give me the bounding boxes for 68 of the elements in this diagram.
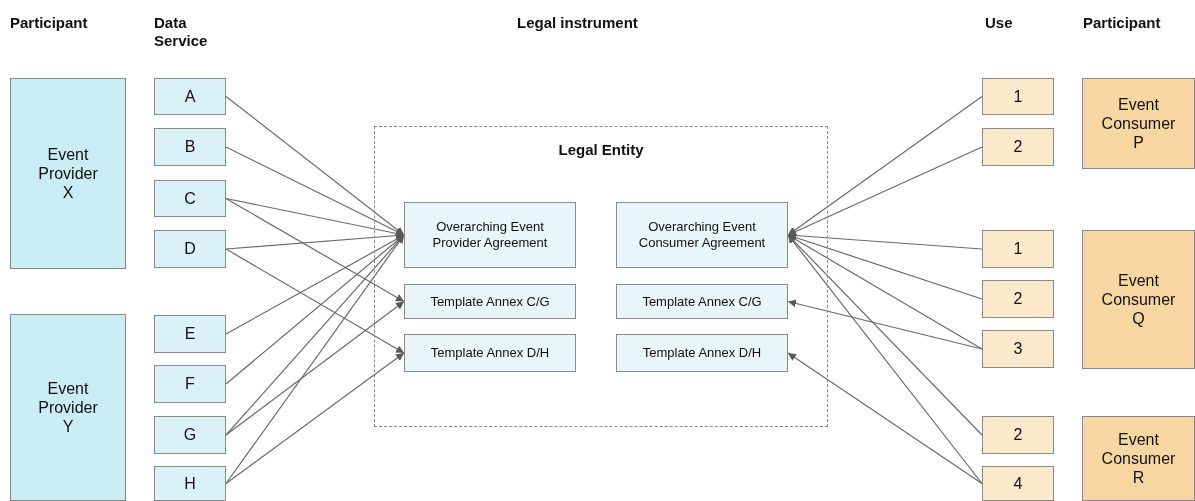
arrow <box>787 352 983 485</box>
column-heading: Use <box>985 14 1013 32</box>
data-service-box <box>154 365 226 403</box>
box-label: Overarching Event Provider Agreement <box>431 219 549 251</box>
agreement-box <box>404 334 576 372</box>
agreement-box <box>616 202 788 268</box>
data-service-box <box>154 466 226 501</box>
box-label: Event Consumer P <box>1101 94 1176 153</box>
use-box <box>982 466 1054 501</box>
box-label: Event Provider Y <box>37 378 99 437</box>
column-heading: Participant <box>1083 14 1161 32</box>
data-service-box <box>154 230 226 268</box>
arrow <box>225 95 405 236</box>
use-box <box>982 330 1054 368</box>
arrow <box>225 248 405 354</box>
use-box <box>982 416 1054 454</box>
box-label: E <box>184 324 196 344</box>
arrow <box>225 352 405 485</box>
box-label: 2 <box>1013 425 1023 445</box>
box-label: Template Annex C/G <box>430 293 550 310</box>
box-label: 4 <box>1013 473 1023 494</box>
box-label: A <box>184 86 196 107</box>
box-label: Template Annex C/G <box>642 293 762 310</box>
box-label: D <box>184 239 196 259</box>
container-heading: Legal Entity <box>558 141 644 159</box>
participant-box <box>1082 416 1195 501</box>
data-service-box <box>154 180 226 217</box>
box-label: B <box>184 137 196 157</box>
column-heading: Legal instrument <box>517 14 638 32</box>
column-heading: Data Service <box>154 14 209 50</box>
box-label: F <box>185 374 195 394</box>
agreement-box <box>616 334 788 372</box>
box-label: 2 <box>1013 289 1023 309</box>
arrow <box>225 197 405 303</box>
agreement-box <box>616 284 788 319</box>
box-label: 3 <box>1013 339 1023 359</box>
box-label: Event Consumer R <box>1101 429 1176 488</box>
participant-box <box>1082 78 1195 169</box>
use-box <box>982 128 1054 166</box>
participant-box <box>10 314 126 501</box>
agreement-box <box>404 202 576 268</box>
agreement-box <box>404 284 576 319</box>
data-service-box <box>154 78 226 115</box>
use-box <box>982 78 1054 115</box>
participant-box <box>10 78 126 269</box>
participant-box <box>1082 230 1195 369</box>
legal-entity-container <box>374 126 828 427</box>
box-label: G <box>183 425 197 445</box>
arrow <box>787 95 983 236</box>
box-label: Overarching Event Consumer Agreement <box>637 219 767 251</box>
box-label: Template Annex D/H <box>642 345 762 361</box>
use-box <box>982 230 1054 268</box>
data-service-box <box>154 416 226 454</box>
box-label: C <box>184 188 196 209</box>
box-label: Template Annex D/H <box>430 345 550 361</box>
box-label: H <box>184 473 196 494</box>
arrow <box>225 146 405 236</box>
box-label: Event Provider X <box>37 144 99 203</box>
column-heading: Participant <box>10 14 88 32</box>
arrow <box>787 299 983 350</box>
use-box <box>982 280 1054 318</box>
data-service-box <box>154 315 226 353</box>
box-label: 1 <box>1013 86 1023 107</box>
box-label: Event Consumer Q <box>1101 270 1176 329</box>
box-label: 1 <box>1013 239 1023 259</box>
box-label: 2 <box>1013 137 1023 157</box>
arrow <box>225 300 405 436</box>
data-service-box <box>154 128 226 166</box>
